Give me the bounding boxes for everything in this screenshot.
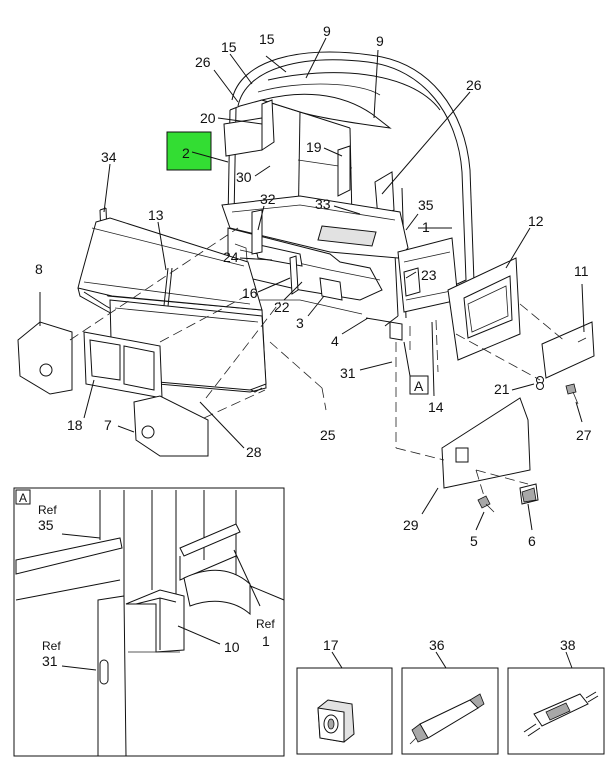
- callout-26b: 26: [466, 77, 482, 93]
- callout-12: 12: [528, 213, 544, 229]
- callout-35: 35: [418, 197, 434, 213]
- dashed-leaders: [69, 227, 567, 497]
- callout-13: 13: [148, 207, 164, 223]
- panel-29: [441, 397, 531, 489]
- callout-14: 14: [428, 399, 444, 415]
- callout-numbers: 15 15 9 9 26 26 20 19 30 34 13 32 33 35 …: [35, 23, 592, 549]
- callout-25: 25: [320, 427, 336, 443]
- wire-connector-icon: [523, 691, 599, 737]
- highlight-box[interactable]: [166, 131, 212, 171]
- callout-4: 4: [331, 333, 339, 349]
- side-panel-12: [447, 257, 521, 361]
- callout-15a: 15: [259, 31, 275, 47]
- callout-18: 18: [67, 417, 83, 433]
- callout-5: 5: [470, 533, 478, 549]
- highlight-label: 2: [182, 145, 190, 161]
- callout-1: 1: [422, 219, 430, 235]
- panel-18: [83, 331, 163, 399]
- callout-9b: 9: [376, 33, 384, 49]
- callout-19: 19: [306, 139, 322, 155]
- ref31-num: 31: [42, 653, 58, 669]
- end-cap-8: [17, 321, 73, 395]
- callout-28: 28: [246, 444, 262, 460]
- ref31-word: Ref: [42, 639, 61, 653]
- callout-32: 32: [260, 191, 276, 207]
- callout-16: 16: [242, 285, 258, 301]
- detail-view-a: A Ref 35 Ref 31 Ref 1: [13, 487, 285, 757]
- kit-38-num: 38: [560, 637, 576, 653]
- ref35-num: 35: [38, 517, 54, 533]
- callout-8: 8: [35, 261, 43, 277]
- kit-box-17[interactable]: 17: [296, 637, 393, 755]
- cover-plate-11: [541, 321, 595, 379]
- callout-31: 31: [340, 365, 356, 381]
- callout-23: 23: [421, 267, 437, 283]
- callout-26a: 26: [195, 54, 211, 70]
- callout-30: 30: [236, 169, 252, 185]
- grommet-icon: [317, 699, 355, 743]
- callout-3: 3: [296, 315, 304, 331]
- callout-leaders: [39, 37, 585, 531]
- callout-24: 24: [223, 249, 239, 265]
- screw-5: [477, 495, 495, 513]
- end-cap-7: [133, 395, 209, 457]
- kit-36-num: 36: [429, 637, 445, 653]
- kit-17-num: 17: [323, 637, 339, 653]
- callout-11: 11: [574, 263, 589, 279]
- cab-frame: [221, 51, 475, 341]
- view-flag-box[interactable]: [409, 375, 429, 395]
- ref35-word: Ref: [38, 503, 57, 517]
- detail-flag: A: [19, 491, 27, 505]
- callout-9a: 9: [323, 23, 331, 39]
- callout-34: 34: [101, 149, 117, 165]
- callout-10: 10: [224, 639, 240, 655]
- clip-6: [519, 483, 539, 505]
- ref1-word: Ref: [256, 617, 275, 631]
- kit-box-36[interactable]: 36: [401, 637, 499, 755]
- callout-7: 7: [104, 417, 112, 433]
- callout-27: 27: [576, 427, 592, 443]
- tube-icon: [409, 693, 485, 745]
- callout-20: 20: [200, 110, 216, 126]
- callout-21: 21: [494, 381, 510, 397]
- callout-15b: 15: [221, 39, 237, 55]
- screw-27: [565, 383, 579, 405]
- callout-22: 22: [274, 299, 290, 315]
- kit-box-38[interactable]: 38: [507, 637, 605, 755]
- callout-6: 6: [528, 533, 536, 549]
- callout-29: 29: [403, 517, 419, 533]
- view-flag-label: A: [414, 378, 424, 394]
- callout-33: 33: [315, 196, 331, 212]
- ref1-num: 1: [262, 633, 270, 649]
